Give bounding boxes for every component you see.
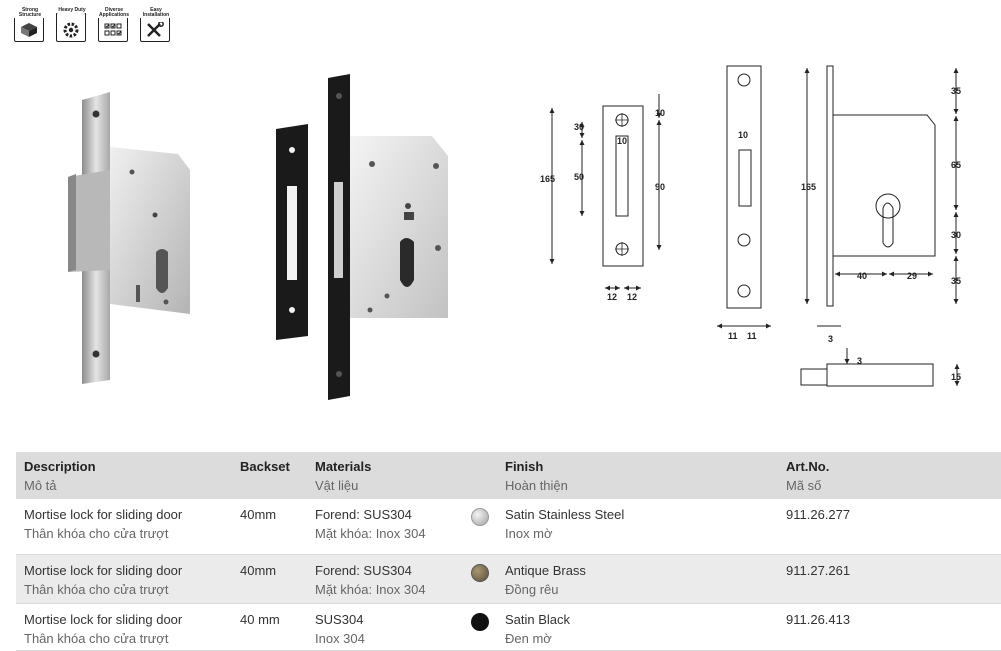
badge-label: Easy Installation [138, 8, 174, 18]
dim-body-bottom: 35 [951, 276, 961, 286]
material-vi: Mặt khóa: Inox 304 [315, 582, 426, 597]
col-description: Description Mô tả [24, 459, 96, 493]
desc-vi: Thân khóa cho cửa trượt [24, 582, 169, 597]
dim-body-top: 35 [951, 86, 961, 96]
art-no: 911.27.261 [786, 563, 851, 578]
art-no: 911.26.413 [786, 612, 851, 627]
dim-forend-width-b: 11 [747, 331, 757, 341]
col-finish: Finish Hoàn thiện [505, 459, 568, 493]
dim-strike-half-b: 12 [627, 292, 637, 302]
badge-heavy-duty: Heavy Duty [54, 8, 90, 44]
product-photo-black-lock [276, 74, 448, 400]
desc-en: Mortise lock for sliding door [24, 563, 183, 578]
backset-value: 40 mm [240, 612, 280, 627]
art-no: 911.26.277 [786, 507, 851, 522]
dim-body-offset: 29 [907, 271, 917, 281]
dim-body-backset: 40 [857, 271, 867, 281]
checklist-icon [104, 23, 122, 36]
dim-bolt-step: 3 [857, 356, 862, 366]
finish-en: Antique Brass [505, 563, 586, 578]
dim-forend-slot: 10 [738, 130, 748, 140]
backset-value: 40mm [240, 507, 277, 522]
dim-strike-slot: 50 [574, 172, 584, 182]
dim-body-cyl: 30 [951, 230, 961, 240]
material-en: SUS304 [315, 612, 364, 627]
desc-en: Mortise lock for sliding door [24, 507, 183, 522]
technical-drawing: 165 30 50 10 10 90 12 12 10 11 11 165 35… [540, 65, 961, 387]
backset-value: 40mm [240, 563, 277, 578]
dim-forend-thickness: 3 [828, 334, 833, 344]
dim-strike-height: 165 [540, 174, 555, 184]
desc-vi: Thân khóa cho cửa trượt [24, 526, 169, 541]
dim-body-height: 165 [801, 182, 816, 192]
material-en: Forend: SUS304 [315, 563, 412, 578]
tools-icon [147, 22, 164, 37]
finish-swatch-antique-brass [471, 564, 489, 582]
finish-swatch-satin-stainless [471, 508, 489, 526]
badge-label: Heavy Duty [54, 8, 90, 13]
dim-strike-top: 30 [574, 122, 584, 132]
dim-strike-inner-width: 10 [617, 136, 627, 146]
product-table: Description Mô tả Backset Materials Vật … [16, 452, 1001, 651]
dim-body-mid: 65 [951, 160, 961, 170]
dim-strike-top-right: 10 [655, 108, 665, 118]
gear-icon [63, 22, 79, 38]
col-backset: Backset [240, 459, 290, 474]
col-art-no: Art.No. Mã số [786, 459, 830, 493]
dim-bolt-height: 15 [951, 372, 961, 382]
material-en: Forend: SUS304 [315, 507, 412, 522]
material-vi: Inox 304 [315, 631, 365, 646]
badge-label: Diverse Applications [96, 8, 132, 18]
finish-swatch-satin-black [471, 613, 489, 631]
finish-en: Satin Black [505, 612, 571, 627]
table-header: Description Mô tả Backset Materials Vật … [16, 452, 1001, 499]
badge-easy-installation: Easy Installation [138, 8, 174, 44]
badge-label: Strong Structure [12, 8, 48, 18]
product-photo-stainless-lock [68, 92, 190, 384]
cube-icon [21, 23, 37, 37]
dim-forend-width-a: 11 [728, 331, 738, 341]
finish-vi: Đen mờ [505, 631, 552, 646]
material-vi: Mặt khóa: Inox 304 [315, 526, 426, 541]
desc-vi: Thân khóa cho cửa trượt [24, 631, 169, 646]
dim-strike-span: 90 [655, 182, 665, 192]
desc-en: Mortise lock for sliding door [24, 612, 183, 627]
col-materials: Materials Vật liệu [315, 459, 372, 493]
badge-strong-structure: Strong Structure [12, 8, 48, 44]
feature-badges: Strong Structure Heavy Duty Diverse Appl… [12, 8, 174, 44]
badge-diverse-applications: Diverse Applications [96, 8, 132, 44]
finish-vi: Inox mờ [505, 526, 553, 541]
finish-en: Satin Stainless Steel [505, 507, 625, 522]
dim-strike-half-a: 12 [607, 292, 617, 302]
finish-vi: Đồng rêu [505, 582, 559, 597]
